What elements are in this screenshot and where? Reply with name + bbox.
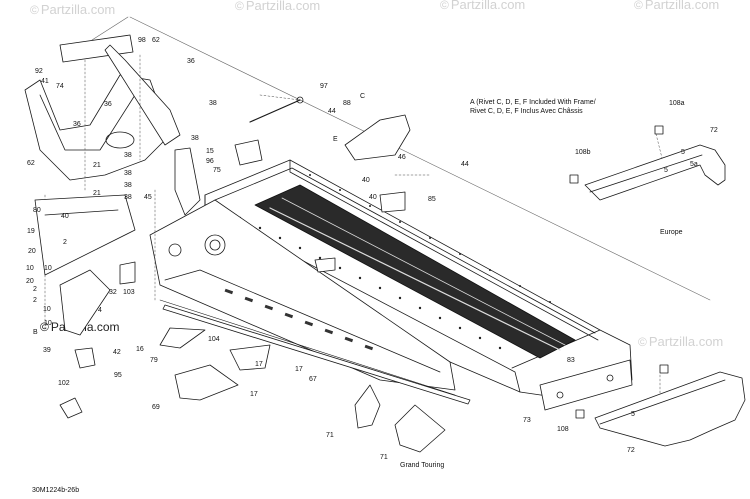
callout-label: 74 bbox=[56, 83, 64, 90]
callout-label: 75 bbox=[213, 167, 221, 174]
callout-label: 95 bbox=[114, 372, 122, 379]
footrest bbox=[159, 327, 206, 349]
tie-rod bbox=[249, 99, 301, 123]
europe-bumper bbox=[569, 125, 726, 201]
callout-label: 97 bbox=[320, 83, 328, 90]
callout-label: 40 bbox=[369, 194, 377, 201]
running-board-rail bbox=[162, 304, 471, 405]
callout-label: 38 bbox=[191, 135, 199, 142]
watermark: ©Partzilla.com bbox=[30, 2, 116, 17]
side-panel bbox=[149, 199, 456, 391]
callout-label: 38 bbox=[124, 152, 132, 159]
callout-label: 36 bbox=[73, 121, 81, 128]
callout-label: B bbox=[33, 329, 38, 336]
callout-label: 83 bbox=[567, 357, 575, 364]
callout-label: 108 bbox=[557, 426, 569, 433]
callout-label: 69 bbox=[152, 404, 160, 411]
callout-label: 21 bbox=[93, 190, 101, 197]
callout-label: 16 bbox=[136, 346, 144, 353]
watermark: ©Partzilla.com bbox=[634, 0, 720, 12]
callout-label: 62 bbox=[27, 160, 35, 167]
callout-label: 67 bbox=[309, 376, 317, 383]
callout-label: 10 bbox=[43, 306, 51, 313]
callout-label: 38 bbox=[124, 194, 132, 201]
callout-label: 38 bbox=[124, 182, 132, 189]
watermark: ©Partzilla.com bbox=[235, 0, 321, 13]
callout-label: 10 bbox=[44, 265, 52, 272]
europe-label: Europe bbox=[660, 229, 683, 236]
rear-bracket bbox=[539, 359, 633, 411]
standard-bumper bbox=[575, 364, 746, 447]
callout-label: 44 bbox=[328, 108, 336, 115]
callout-label: 71 bbox=[326, 432, 334, 439]
callout-label: 20 bbox=[28, 248, 36, 255]
callout-label: 10 bbox=[44, 320, 52, 327]
callout-label: 36 bbox=[187, 58, 195, 65]
grand-touring-label: Grand Touring bbox=[400, 462, 445, 469]
callout-label: 71 bbox=[380, 454, 388, 461]
callout-label: 20 bbox=[26, 278, 34, 285]
callout-label: 108a bbox=[669, 100, 685, 107]
callout-label: 5 bbox=[664, 167, 668, 174]
callout-label: 5 bbox=[681, 149, 685, 156]
callout-label: 92 bbox=[35, 68, 43, 75]
grand-touring-bracket bbox=[394, 404, 446, 453]
callout-label: 79 bbox=[150, 357, 158, 364]
callout-label: 41 bbox=[41, 78, 49, 85]
callout-label: 32 bbox=[109, 289, 117, 296]
steering-support bbox=[344, 114, 411, 161]
callout-label: 46 bbox=[398, 154, 406, 161]
callout-label: E bbox=[333, 136, 338, 143]
callout-label: 2 bbox=[63, 239, 67, 246]
callout-label: 80 bbox=[33, 207, 41, 214]
callout-label: 45 bbox=[144, 194, 152, 201]
callout-label: 36 bbox=[104, 101, 112, 108]
callout-label: 21 bbox=[93, 162, 101, 169]
callout-label: 17 bbox=[250, 391, 258, 398]
callout-label: 62 bbox=[152, 37, 160, 44]
watermark: ©Partzilla.com bbox=[638, 334, 724, 349]
bracket bbox=[34, 194, 136, 276]
callout-label: 40 bbox=[362, 177, 370, 184]
callout-label: 17 bbox=[295, 366, 303, 373]
callout-label: 17 bbox=[255, 361, 263, 368]
diagram-code: 30M1224b-26b bbox=[32, 487, 80, 494]
callout-label: 73 bbox=[523, 417, 531, 424]
callout-label: 96 bbox=[206, 158, 214, 165]
watermark: ©Partzilla.com bbox=[440, 0, 526, 12]
callout-label: 44 bbox=[461, 161, 469, 168]
callout-label: C bbox=[360, 93, 366, 100]
grand-touring-bracket bbox=[354, 384, 381, 429]
callout-label: 2 bbox=[33, 286, 37, 293]
callout-label: 104 bbox=[208, 336, 220, 343]
front-bulkhead bbox=[24, 34, 201, 216]
callout-label: 19 bbox=[27, 228, 35, 235]
callout-label: 4 bbox=[98, 307, 102, 314]
callout-label: 42 bbox=[113, 349, 121, 356]
callout-label: 72 bbox=[710, 127, 718, 134]
callout-label: 72 bbox=[627, 447, 635, 454]
callout-label: 102 bbox=[58, 380, 70, 387]
callout-label: 40 bbox=[61, 213, 69, 220]
callout-label: 10 bbox=[26, 265, 34, 272]
callout-label: 38 bbox=[209, 100, 217, 107]
callout-label: 85 bbox=[428, 196, 436, 203]
callout-label: 88 bbox=[343, 100, 351, 107]
rivet-note: A (Rivet C, D, E, F Included With Frame/… bbox=[470, 99, 596, 115]
callout-label: 103 bbox=[123, 289, 135, 296]
callout-label: 15 bbox=[206, 148, 214, 155]
callout-label: 5a bbox=[690, 161, 698, 168]
callout-label: 38 bbox=[124, 170, 132, 177]
callout-label: 2 bbox=[33, 297, 37, 304]
callout-label: 108b bbox=[575, 149, 591, 156]
callout-label: 5 bbox=[631, 411, 635, 418]
tunnel-frame bbox=[204, 159, 633, 401]
heel-plate bbox=[174, 364, 239, 401]
callout-label: 98 bbox=[138, 37, 146, 44]
callout-label: 39 bbox=[43, 347, 51, 354]
